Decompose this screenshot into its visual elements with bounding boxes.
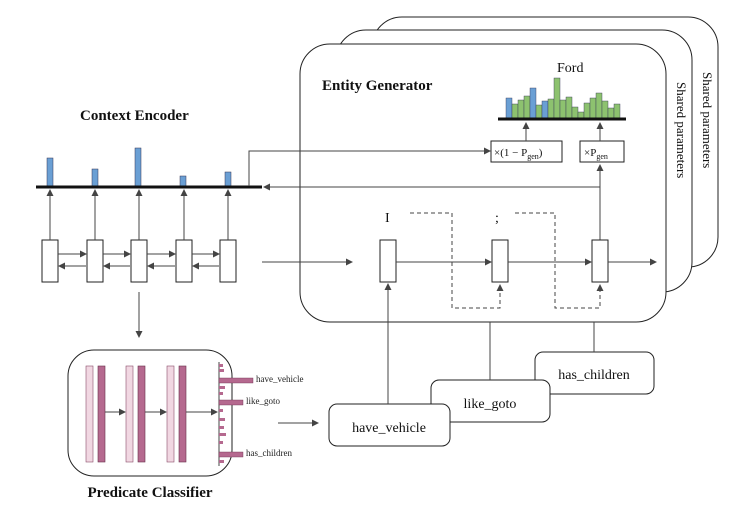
encoder-bar xyxy=(179,175,187,187)
encoder-attention-bars xyxy=(46,147,232,187)
context-encoder-title: Context Encoder xyxy=(80,108,189,124)
predicate-classifier-panel xyxy=(67,349,233,477)
feedback-dashed-1 xyxy=(410,212,504,309)
predicate-have-vehicle xyxy=(328,403,451,447)
shared-parameters-label-middle: Shared parameters xyxy=(674,82,689,178)
shared-parameters-label-back: Shared parameters xyxy=(700,72,715,168)
decoder-cell xyxy=(379,239,397,283)
predicate-have-vehicle-label: have_vehicle xyxy=(352,421,426,436)
encoder-cell xyxy=(175,239,193,283)
classifier-label-have-vehicle: have_vehicle xyxy=(256,374,303,384)
classifier-output-bars xyxy=(218,364,254,463)
entity-generator-title: Entity Generator xyxy=(322,78,433,94)
encoder-bar xyxy=(46,157,54,187)
encoder-cell xyxy=(41,239,59,283)
decoder-cell xyxy=(591,239,609,283)
encoder-bar xyxy=(134,147,142,187)
gen-prob-box xyxy=(579,140,625,163)
encoder-bar xyxy=(91,168,99,187)
classifier-layers xyxy=(85,365,187,463)
decoder-cell xyxy=(491,239,509,283)
predicate-like-goto-label: like_goto xyxy=(464,397,517,412)
classifier-label-like-goto: like_goto xyxy=(246,396,280,406)
encoder-cell xyxy=(130,239,148,283)
encoder-cell xyxy=(219,239,237,283)
encoder-up-arrows xyxy=(46,189,232,240)
predicate-classifier-title: Predicate Classifier xyxy=(87,485,212,501)
copy-prob-label: ×(1 − Pgen) xyxy=(494,147,543,161)
feedback-dashed-2 xyxy=(515,212,604,309)
encoder-cell xyxy=(86,239,104,283)
encoder-cells xyxy=(41,239,237,283)
classifier-label-has-children: has_children xyxy=(246,448,292,458)
encoder-recurrent-arrows xyxy=(58,250,220,270)
output-word-ford: Ford xyxy=(557,61,583,76)
output-distribution-bars xyxy=(505,77,621,119)
decoder-token-i: I xyxy=(385,211,390,226)
decoder-token-semicolon: ; xyxy=(495,211,499,226)
attention-to-copy-arrow xyxy=(248,147,491,186)
gen-prob-label: ×Pgen xyxy=(584,147,608,161)
encoder-bar xyxy=(224,171,232,187)
predicate-has-children-label: has_children xyxy=(558,368,630,383)
